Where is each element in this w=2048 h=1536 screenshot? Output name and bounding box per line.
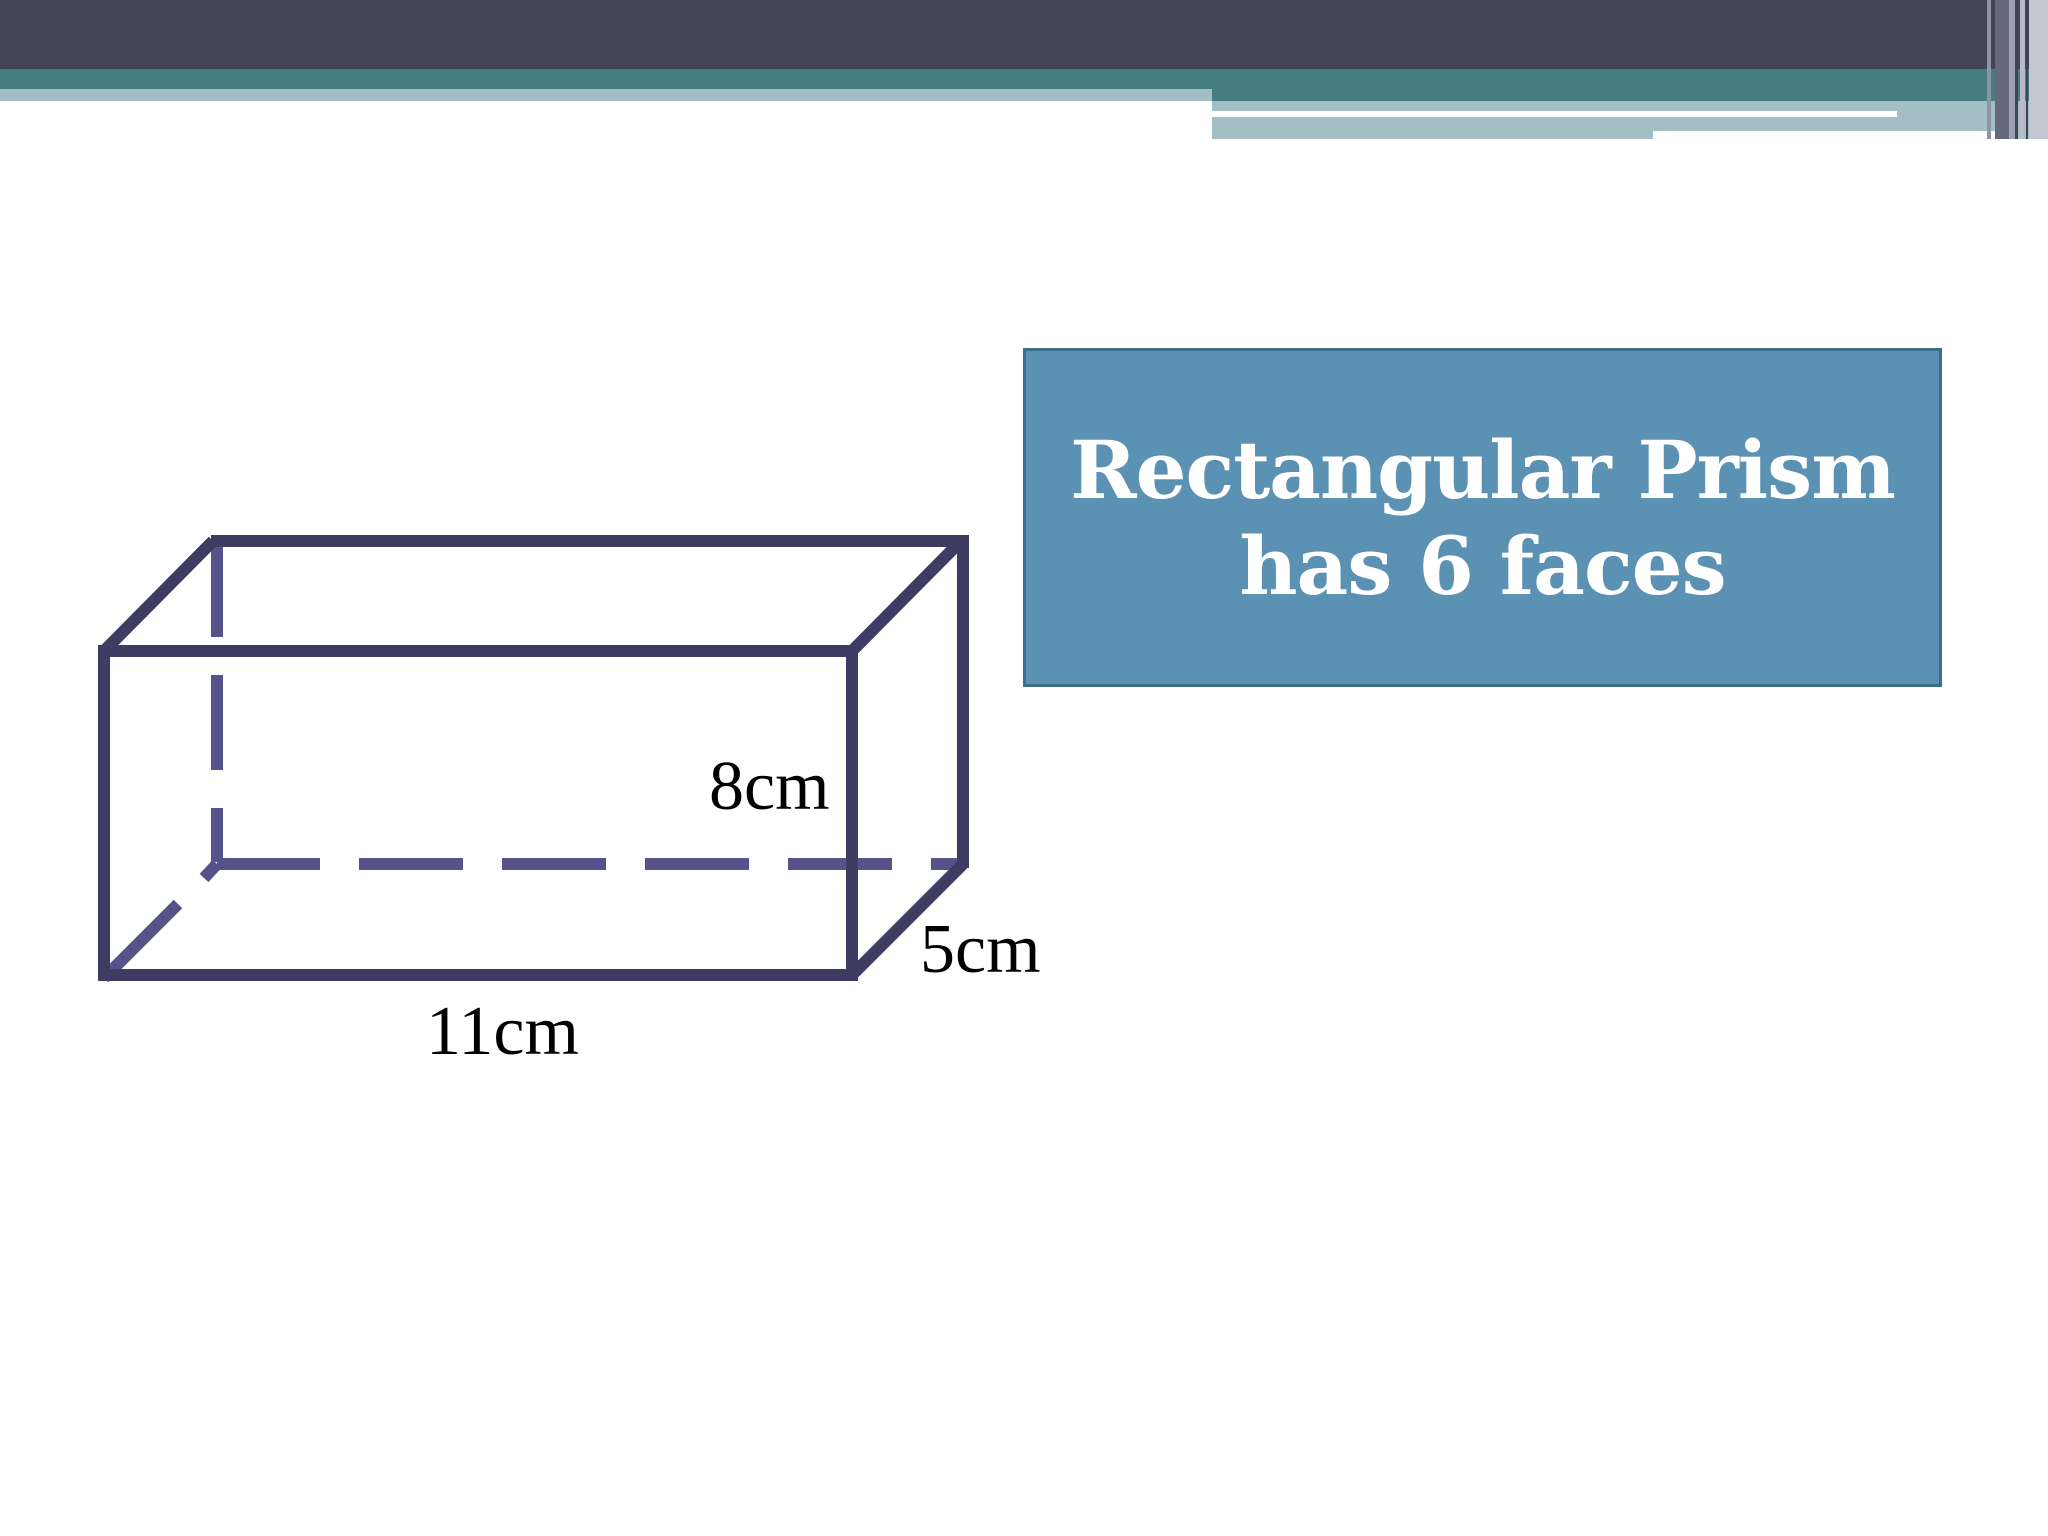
height-label: 8cm <box>709 748 830 825</box>
info-box: Rectangular Prism has 6 faces <box>1023 348 1942 687</box>
info-box-line2: has 6 faces <box>1239 518 1726 613</box>
header-dark-band <box>0 0 2048 69</box>
header-white-line <box>1212 111 1897 117</box>
hidden-edges <box>99 541 963 983</box>
length-label: 11cm <box>426 993 579 1070</box>
header-light-band-left <box>0 89 1212 101</box>
header-white-notch <box>1653 131 2003 139</box>
visible-edges <box>98 535 969 981</box>
header-vertical-stripes <box>1987 0 2048 139</box>
depth-label: 5cm <box>920 911 1041 988</box>
info-box-line1: Rectangular Prism <box>1070 422 1896 517</box>
